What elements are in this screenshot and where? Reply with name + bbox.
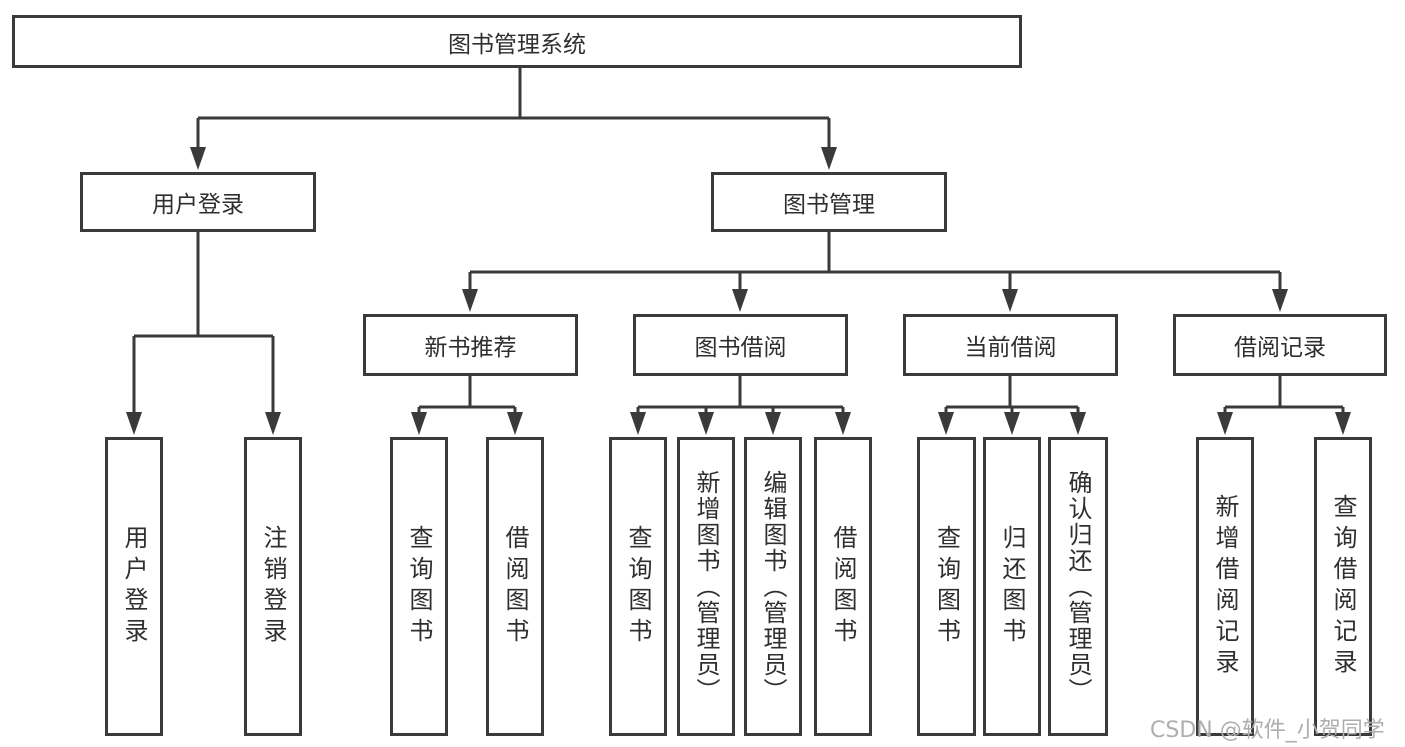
node-borrowing-records-label: 借阅记录 xyxy=(1234,335,1326,361)
node-bb-edit-books-admin-label: 编辑图书（管理员） xyxy=(759,469,787,704)
node-cb-query-books: 查询图书 xyxy=(917,437,976,736)
node-user-login-label: 用户登录 xyxy=(120,524,148,649)
connector-strokes xyxy=(132,68,1345,414)
node-nb-query-books: 查询图书 xyxy=(390,437,448,736)
node-new-book-recommend: 新书推荐 xyxy=(363,314,578,376)
node-user-login-branch-label: 用户登录 xyxy=(152,192,244,218)
arrowheads xyxy=(126,147,1351,435)
node-library-system-label: 图书管理系统 xyxy=(448,31,586,58)
node-current-borrowing: 当前借阅 xyxy=(903,314,1118,376)
node-book-borrowing: 图书借阅 xyxy=(633,314,848,376)
node-new-book-recommend-label: 新书推荐 xyxy=(424,335,517,361)
node-bb-borrow-books: 借阅图书 xyxy=(814,437,872,736)
node-cb-return-books: 归还图书 xyxy=(983,437,1041,736)
node-nb-borrow-books: 借阅图书 xyxy=(486,437,544,736)
node-nb-query-books-label: 查询图书 xyxy=(405,524,433,649)
node-cb-confirm-return-admin: 确认归还（管理员） xyxy=(1048,437,1108,736)
node-bb-add-books-admin: 新增图书（管理员） xyxy=(677,437,735,736)
node-book-borrowing-label: 图书借阅 xyxy=(694,335,787,361)
node-bb-query-books-label: 查询图书 xyxy=(624,524,652,649)
node-bb-borrow-books-label: 借阅图书 xyxy=(829,524,857,649)
node-cb-confirm-return-admin-label: 确认归还（管理员） xyxy=(1064,469,1092,704)
node-user-login-branch: 用户登录 xyxy=(80,172,316,232)
node-bb-edit-books-admin: 编辑图书（管理员） xyxy=(744,437,802,736)
node-book-management: 图书管理 xyxy=(711,172,947,232)
watermark: CSDN @软件_小贺同学 xyxy=(1150,718,1385,743)
node-br-query-record: 查询借阅记录 xyxy=(1314,437,1372,736)
node-library-system: 图书管理系统 xyxy=(12,15,1022,68)
node-current-borrowing-label: 当前借阅 xyxy=(964,335,1057,361)
node-borrowing-records: 借阅记录 xyxy=(1173,314,1387,376)
node-cb-query-books-label: 查询图书 xyxy=(932,524,961,649)
node-logout: 注销登录 xyxy=(244,437,302,736)
node-cb-return-books-label: 归还图书 xyxy=(998,524,1026,649)
node-user-login: 用户登录 xyxy=(105,437,163,736)
node-br-add-record: 新增借阅记录 xyxy=(1196,437,1254,736)
node-bb-add-books-admin-label: 新增图书（管理员） xyxy=(692,469,720,704)
node-nb-borrow-books-label: 借阅图书 xyxy=(501,524,529,649)
node-logout-label: 注销登录 xyxy=(259,524,287,649)
node-br-query-record-label: 查询借阅记录 xyxy=(1329,493,1357,680)
node-br-add-record-label: 新增借阅记录 xyxy=(1211,493,1239,680)
node-bb-query-books: 查询图书 xyxy=(609,437,667,736)
node-book-management-label: 图书管理 xyxy=(783,192,875,218)
